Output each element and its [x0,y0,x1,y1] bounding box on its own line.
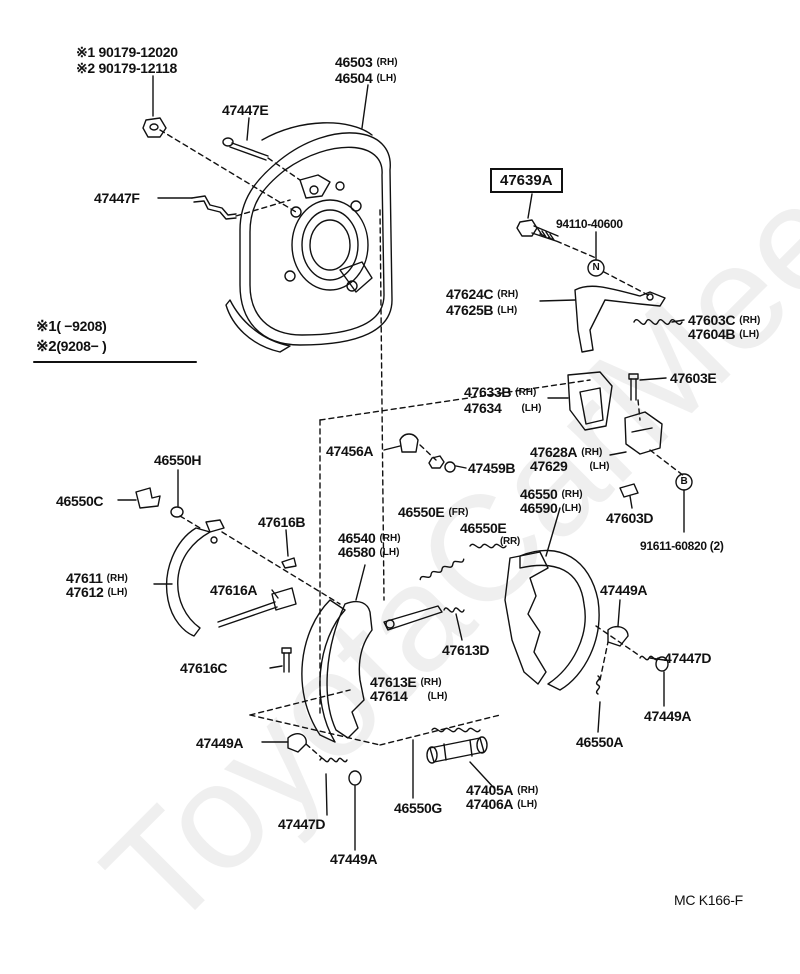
washers [287,625,669,786]
label-47603C: 47603C(RH) [688,312,761,328]
bolt-47639A [516,219,559,242]
backing-plate [225,122,393,353]
brake-shoe-right [504,549,600,691]
springs [319,543,659,763]
callout-n: N [592,262,600,273]
label-46550G: 46550G [394,800,443,816]
spring-47603C [633,319,683,325]
label-91611-60820: 91611-60820 (2) [640,539,724,553]
label-47456A: 47456A [326,443,374,459]
label-47447D-left: 47447D [278,816,326,832]
parking-lever-47611 [165,519,225,637]
note-2: ※2 90179-12118 [76,60,177,76]
label-47634: 47634(LH) [464,400,542,416]
pin-47603E [628,373,639,401]
label-47633B: 47633B(RH) [464,384,537,400]
note-1: ※1 90179-12020 [76,44,178,60]
label-46550H: 46550H [154,452,202,468]
label-47612: 47612(LH) [66,584,128,600]
range-note-2: ※2(9208− ) [36,338,107,355]
label-46550C: 46550C [56,493,104,509]
bracket-47628A [624,411,663,455]
nut-90179 [142,117,167,138]
label-47604B: 47604B(LH) [688,326,760,342]
label-47447D-right: 47447D [664,650,712,666]
label-47616A: 47616A [210,582,258,598]
label-47459B: 47459B [468,460,516,476]
adjuster-lever-47613E [383,605,443,631]
label-47616B: 47616B [258,514,306,530]
label-47449A-right-lower: 47449A [644,708,692,724]
label-46503: 46503(RH) [335,54,398,70]
label-47614: 47614(LH) [370,688,448,704]
clip-47603D [619,483,639,498]
label-47613E: 47613E(RH) [370,674,442,690]
label-47628A: 47628A(RH) [530,444,603,460]
label-47613D: 47613D [442,642,490,658]
washer-46550H [170,506,184,518]
clip-47456A [399,433,419,453]
pin-47616C [281,647,292,673]
label-46550E-rr: 46550E [460,520,507,536]
range-note-1: ※1( −9208) [36,318,107,335]
label-47449A-right: 47449A [600,582,648,598]
label-47625B: 47625B(LH) [446,302,518,318]
label-46590: 46590(LH) [520,500,582,516]
label-47624C: 47624C(RH) [446,286,519,302]
bolt-47459B [428,455,456,473]
label-46550A: 46550A [576,734,624,750]
label-46550E-fr: 46550E(FR) [398,504,469,520]
label-47611: 47611(RH) [66,570,128,586]
label-94110-40600: 94110-40600 [556,217,623,231]
highlighted-part-47639A[interactable]: 47639A [490,168,563,193]
spring-clip-47447F [191,195,237,220]
label-47449A-left: 47449A [196,735,244,751]
label-47449A-bottom: 47449A [330,851,378,867]
bell-crank-lever [574,285,666,353]
label-47603E: 47603E [670,370,717,386]
callout-b: B [680,476,688,487]
wheel-cylinder-47405A [426,736,488,764]
label-47405A: 47405A(RH) [466,782,539,798]
label-47603D: 47603D [606,510,654,526]
label-46504: 46504(LH) [335,70,397,86]
assembly-dashed-lines [159,129,685,759]
label-47629: 47629(LH) [530,458,610,474]
label-46580: 46580(LH) [338,544,400,560]
footer-code: MC K166-F [674,892,743,908]
label-46550E-rr-side: (RR) [500,536,520,547]
label-47616C: 47616C [180,660,228,676]
clip-46550C [135,487,161,509]
label-47447E: 47447E [222,102,269,118]
adjuster-47616A [217,557,297,628]
bolt-47447E [222,137,269,161]
label-46550: 46550(RH) [520,486,583,502]
brake-shoe-left [301,599,373,743]
cover-47633B [567,371,613,431]
label-47406A: 47406A(LH) [466,796,538,812]
label-46540: 46540(RH) [338,530,401,546]
leader-lines [117,75,685,851]
label-47447F: 47447F [94,190,140,206]
